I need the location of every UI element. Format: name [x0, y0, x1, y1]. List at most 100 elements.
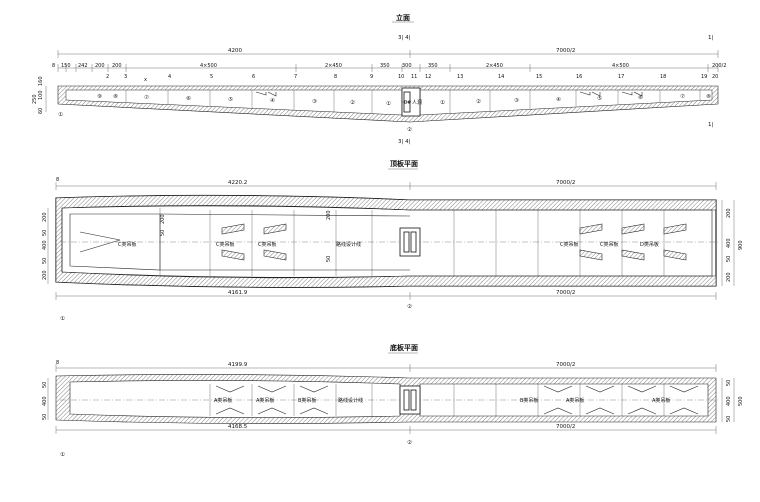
- top-plate-right-3: D类吊板: [640, 241, 659, 248]
- top-plan-title: 顶板平面: [390, 159, 418, 168]
- elev-dim-4x500-left: 4×500: [200, 63, 217, 69]
- bottom-plate-left-1: A类吊板: [214, 397, 232, 404]
- elev-dim-242: 242: [78, 63, 88, 69]
- seg-right-5: ⑤: [597, 96, 602, 102]
- node-10: 10: [398, 74, 404, 80]
- elev-dim-8: 8: [52, 63, 55, 69]
- bottom-right-dim-50b: 50: [726, 416, 732, 422]
- top-plan-left-dims: 200 50 400 50 200: [42, 208, 49, 284]
- node-8: 8: [334, 74, 337, 80]
- top-plan-center-label: 路线设计线: [336, 241, 361, 248]
- top-right-dim-50: 50: [726, 256, 732, 262]
- seg-right-3: ③: [514, 98, 519, 104]
- node-20: 20: [712, 74, 718, 80]
- elev-dim-2x450-right: 2×450: [486, 63, 503, 69]
- circle-mark-mid-3: ②: [407, 439, 412, 446]
- bottom-plan-view: 底板平面 8 4199.9 7000/2: [42, 343, 744, 458]
- top-inner-dim-1: 200: [160, 214, 166, 224]
- top-plan-total-top: 4220.2: [228, 180, 247, 186]
- elevation-girder: [57, 85, 719, 123]
- bottom-plan-total-bottom: 4168.5: [228, 424, 248, 430]
- bottom-plan-left-dims: 50 400 50: [42, 378, 49, 420]
- top-left-dim-200b: 200: [42, 270, 48, 280]
- circle-mark-left-3: ①: [60, 452, 65, 458]
- node-x: x: [144, 77, 147, 83]
- seg-right-2: ②: [476, 98, 481, 105]
- bottom-plan-total-top-right: 7000/2: [556, 362, 575, 368]
- section-mark-top-left: 3| 4|: [398, 35, 411, 41]
- vdim-100: 100: [38, 90, 44, 100]
- elev-dim-4x500-right: 4×500: [612, 63, 629, 69]
- vdim-250: 250: [32, 94, 38, 104]
- bottom-plate-right-2: A类吊板: [566, 397, 584, 404]
- top-plan-total-bottom-right: 7000/2: [556, 290, 575, 296]
- bottom-right-total: 500: [738, 396, 744, 406]
- node-16: 16: [576, 74, 582, 80]
- node-3: 3: [124, 74, 127, 80]
- section-mark-top-right: 1|: [708, 35, 713, 41]
- top-inner-dim-4: 50: [326, 256, 332, 262]
- seg-right-1: ①: [440, 100, 445, 106]
- seg-center-block: 人洞: [412, 99, 422, 106]
- top-right-dim-200a: 200: [726, 208, 732, 218]
- elev-dim-right-end: 200/2: [712, 63, 726, 69]
- top-plan-total-top-right: 7000/2: [556, 180, 575, 186]
- bottom-plate-left-3: B类吊板: [298, 397, 316, 404]
- section-mark-bottom-left: 3| 4|: [398, 139, 411, 145]
- elev-dim-350-right: 350: [428, 63, 438, 69]
- top-left-dim-400: 400: [42, 240, 48, 250]
- bottom-plate-right-1: B类吊板: [520, 397, 538, 404]
- vdim-60: 60: [38, 108, 44, 114]
- node-9: 9: [370, 74, 373, 80]
- bottom-plan-right-dims: 50 400 50 500: [721, 378, 744, 422]
- top-right-total: 900: [738, 240, 744, 250]
- elev-dim-2x450-left: 2×450: [325, 63, 342, 69]
- node-19: 19: [701, 74, 707, 80]
- bottom-plate-left-2: A类吊板: [256, 397, 274, 404]
- bottom-right-dim-400: 400: [726, 396, 732, 406]
- top-plan-right-dims: 200 400 50 200 900: [721, 200, 744, 286]
- seg-right-8: ⑧: [706, 94, 711, 100]
- node-11: 11: [411, 74, 417, 80]
- bottom-plan-slab: [55, 374, 720, 424]
- bottom-left-dim-50b: 50: [42, 414, 48, 420]
- top-plate-right-2: C类吊板: [600, 241, 619, 248]
- seg-left-3: ③: [312, 99, 317, 105]
- circle-mark-left-1: ①: [58, 112, 63, 118]
- section-mark-bottom-right: 1|: [708, 122, 713, 128]
- node-2: 2: [106, 74, 109, 80]
- top-inner-dim-3: 200: [326, 210, 332, 220]
- seg-left-9: ⑨: [97, 93, 102, 100]
- elev-dim-200a: 200: [95, 63, 105, 69]
- node-12: 12: [425, 74, 431, 80]
- bottom-right-dim-50a: 50: [726, 380, 732, 386]
- bottom-plan-left-mark: 8: [56, 360, 59, 366]
- circle-mark-left-2: ①: [60, 316, 65, 322]
- top-right-dim-200b: 200: [726, 272, 732, 282]
- elevation-total-left: 4200: [228, 48, 242, 54]
- elev-dim-200b: 200: [112, 63, 122, 69]
- seg-left-1: ①: [386, 101, 391, 107]
- top-plate-left-3: C类吊板: [258, 241, 277, 248]
- node-13: 13: [457, 74, 463, 80]
- circle-mark-mid-1: ②: [407, 126, 412, 133]
- bottom-left-dim-400: 400: [42, 396, 48, 406]
- seg-left-6: ⑥: [186, 96, 191, 102]
- elevation-view: 立面 3| 4| 1| 4200 7000/2 8 150 242 200 20…: [32, 13, 726, 145]
- vdim-160: 160: [38, 76, 44, 86]
- node-18: 18: [660, 74, 666, 80]
- top-plan-total-bottom: 4161.9: [228, 290, 248, 296]
- elev-dim-300: 300: [402, 63, 412, 69]
- circle-mark-mid-2: ②: [407, 303, 412, 310]
- elevation-vertical-dims: 250 100 160 60: [32, 76, 47, 114]
- seg-left-7: ⑦: [144, 94, 149, 101]
- top-plate-right-1: C类吊板: [560, 241, 579, 248]
- top-inner-dim-2: 50: [160, 230, 166, 236]
- seg-right-6: ⑥: [638, 95, 643, 101]
- node-15: 15: [536, 74, 542, 80]
- elevation-total-right: 7000/2: [556, 48, 575, 54]
- seg-center-0: 0#: [404, 100, 411, 106]
- seg-left-4: ④: [270, 98, 275, 104]
- seg-left-8: ⑧: [113, 94, 118, 100]
